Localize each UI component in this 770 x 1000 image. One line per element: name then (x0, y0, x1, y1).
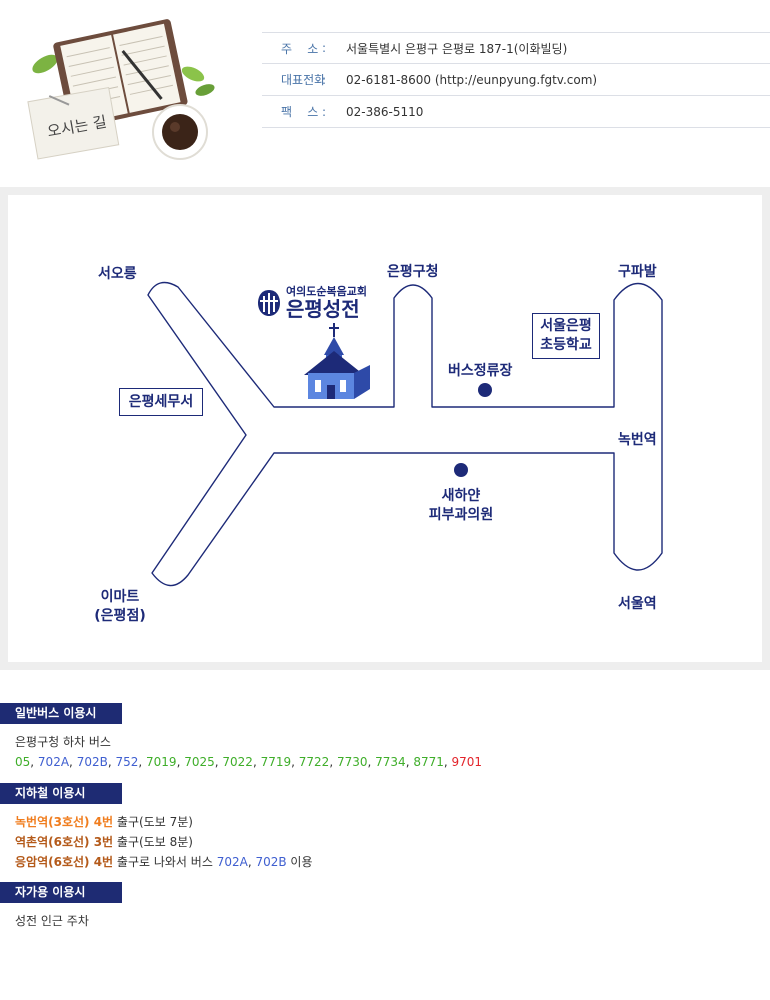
label-clinic-line1: 새하얀 (441, 488, 481, 504)
bus-route-number: 8771 (413, 755, 444, 769)
church-logo-main: 은평성전 (286, 297, 360, 321)
address-label: 주 소 (281, 41, 319, 56)
bus-section: 일반버스 이용시 은평구청 하차 버스 05, 702A, 702B, 752,… (0, 702, 770, 772)
bus-route-number: 7022 (222, 755, 253, 769)
address-value: 서울특별시 은평구 은평로 187-1(이화빌딩) (346, 41, 568, 56)
subway-route-1: 녹번역(3호선) 4번 출구(도보 7분) (15, 812, 770, 832)
bus-route-separator: , (30, 755, 38, 769)
subway-section-title: 지하철 이용시 (0, 783, 122, 804)
bus-route-number: 9701 (451, 755, 483, 769)
bus-route-number: 7734 (375, 755, 406, 769)
church-logo-sub: 여의도순복음교회 (286, 285, 367, 298)
bus-stop-marker (478, 383, 492, 397)
phone-colon: : (322, 72, 327, 87)
label-nokbeon: 녹번역 (618, 432, 657, 448)
bus-route-separator: , (138, 755, 147, 769)
label-seoul-station: 서울역 (618, 596, 657, 612)
bus-route-number: 752 (115, 755, 139, 769)
label-seooreung: 서오릉 (98, 266, 137, 282)
church-logo: 여의도순복음교회 은평성전 (256, 286, 367, 320)
location-map: 여의도순복음교회 은평성전 서오릉 은평구청 구파발 서울은평 초등학교 버스정… (0, 187, 770, 670)
bus-route-number: 7722 (298, 755, 330, 769)
label-clinic: 새하얀 피부과의원 (422, 487, 500, 525)
label-gupabal: 구파발 (618, 264, 657, 280)
bus-section-title: 일반버스 이용시 (0, 703, 122, 724)
car-parking-text: 성전 인근 주차 (15, 914, 89, 928)
label-bus-stop: 버스정류장 (448, 363, 513, 379)
directions-illustration: 오시는 길 (27, 19, 215, 160)
label-school-line2: 초등학교 (540, 337, 592, 353)
subway-route-3-end: 이용 (286, 855, 313, 869)
bus-route-number: 7019 (146, 755, 177, 769)
bus-route-separator: , (69, 755, 77, 769)
church-building-icon (304, 323, 370, 399)
phone-row: 대표전화 : 02-6181-8600 (http://eunpyung.fgt… (262, 64, 770, 96)
bus-route-number: 702B (76, 755, 108, 769)
car-section: 자가용 이용시 성전 인근 주차 (0, 881, 770, 931)
label-school: 서울은평 초등학교 (532, 313, 600, 359)
fax-colon: : (322, 104, 327, 119)
bus-route-separator: , (214, 755, 223, 769)
bus-section-body: 은평구청 하차 버스 05, 702A, 702B, 752, 7019, 70… (0, 724, 770, 772)
bus-route-number: 05 (15, 755, 31, 769)
bus-route-separator: , (176, 755, 185, 769)
address-row: 주 소 : 서울특별시 은평구 은평로 187-1(이화빌딩) (262, 32, 770, 64)
header: 오시는 길 주 소 : 서울특별시 은평구 은평로 187-1(이화빌딩) 대표… (0, 0, 770, 185)
church-emblem-icon (258, 290, 280, 316)
subway-route-1-detail: 출구(도보 7분) (113, 815, 193, 829)
label-eunpyeong-gucheong: 은평구청 (387, 264, 439, 280)
bus-route-separator: , (329, 755, 337, 769)
fax-row: 팩 스 : 02-386-5110 (262, 96, 770, 128)
label-emart-line2: (은평점) (94, 608, 146, 624)
label-school-line1: 서울은평 (540, 318, 592, 334)
subway-route-3-detail: 출구로 나와서 버스 (113, 855, 217, 869)
phone-value: 02-6181-8600 (http://eunpyung.fgtv.com) (346, 72, 598, 87)
bus-route-separator: , (252, 755, 261, 769)
subway-route-2-station: 역촌역(6호선) 3번 (15, 835, 114, 849)
subway-route-3-station: 응암역(6호선) 4번 (15, 855, 114, 869)
address-colon: : (322, 41, 327, 55)
label-emart-line1: 이마트 (100, 589, 140, 605)
bus-stop-line: 은평구청 하차 버스 (15, 735, 111, 749)
bus-route-number: 7025 (184, 755, 215, 769)
bus-route-number: 702A (37, 755, 70, 769)
label-tax-office: 은평세무서 (119, 388, 203, 416)
subway-route-2-detail: 출구(도보 8분) (113, 835, 193, 849)
subway-route-3-sep: , (247, 855, 256, 869)
car-section-title: 자가용 이용시 (0, 882, 122, 903)
label-emart: 이마트 (은평점) (84, 588, 156, 626)
clinic-marker (454, 463, 468, 477)
bus-route-separator: , (405, 755, 414, 769)
bus-route-separator: , (367, 755, 376, 769)
contact-info-table: 주 소 : 서울특별시 은평구 은평로 187-1(이화빌딩) 대표전화 : 0… (262, 32, 770, 128)
car-section-body: 성전 인근 주차 (0, 903, 770, 931)
fax-value: 02-386-5110 (346, 104, 424, 119)
map-canvas: 여의도순복음교회 은평성전 서오릉 은평구청 구파발 서울은평 초등학교 버스정… (8, 195, 762, 662)
bus-route-list: 05, 702A, 702B, 752, 7019, 7025, 7022, 7… (15, 752, 770, 772)
subway-section: 지하철 이용시 녹번역(3호선) 4번 출구(도보 7분) 역촌역(6호선) 3… (0, 782, 770, 872)
label-clinic-line2: 피부과의원 (428, 507, 494, 523)
bus-route-separator: , (291, 755, 299, 769)
bus-route-separator: , (107, 755, 116, 769)
bus-route-separator: , (443, 755, 452, 769)
subway-route-1-station: 녹번역(3호선) 4번 (15, 815, 114, 829)
subway-route-3: 응암역(6호선) 4번 출구로 나와서 버스 702A, 702B 이용 (15, 852, 770, 872)
fax-label: 팩 스 (281, 105, 319, 119)
subway-route-3-bus-1: 702A (216, 855, 248, 869)
bus-route-number: 7719 (260, 755, 292, 769)
road-map (147, 281, 663, 587)
subway-route-2: 역촌역(6호선) 3번 출구(도보 8분) (15, 832, 770, 852)
phone-label: 대표전화 (281, 73, 326, 87)
subway-route-3-bus-2: 702B (255, 855, 287, 869)
road-upper (147, 281, 663, 587)
bus-route-number: 7730 (336, 755, 368, 769)
subway-section-body: 녹번역(3호선) 4번 출구(도보 7분) 역촌역(6호선) 3번 출구(도보 … (0, 804, 770, 872)
